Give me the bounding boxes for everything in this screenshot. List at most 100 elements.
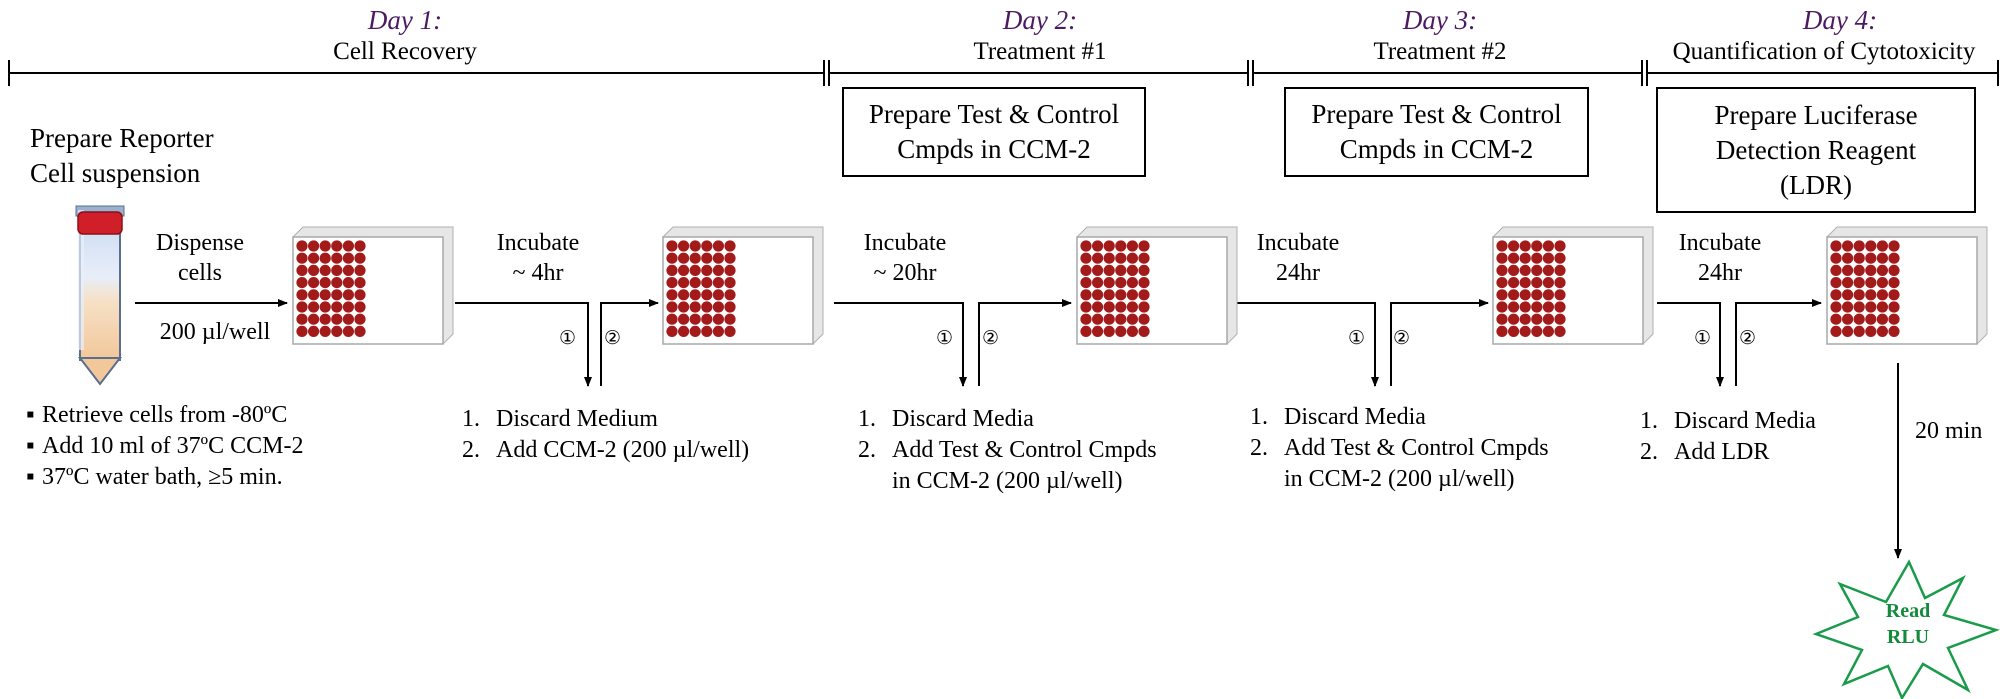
plate-well — [724, 289, 736, 301]
box-line2: Cmpds in CCM-2 — [897, 134, 1091, 164]
plate-well — [1853, 264, 1865, 276]
plate-well — [1496, 240, 1508, 252]
add-arrow-4 — [1735, 299, 1822, 386]
prepare-cells-line2: Cell suspension — [30, 158, 201, 188]
plate-well — [689, 240, 701, 252]
plate-well — [1138, 289, 1150, 301]
plate-well — [342, 313, 354, 325]
plate-well — [724, 301, 736, 313]
plate-well — [712, 277, 725, 289]
plate-well — [1519, 313, 1531, 325]
plate-well — [331, 277, 343, 289]
plate-well — [1138, 277, 1150, 289]
steps-list-2: 1.Discard Media 2.Add Test & Control Cmp… — [858, 404, 1157, 497]
dispense-volume: 200 µl/well — [159, 319, 271, 345]
plate-well — [296, 313, 308, 325]
plate-well — [308, 264, 320, 276]
plate-well — [1138, 264, 1150, 276]
plate-well — [678, 301, 690, 313]
incubate-time: ~ 20hr — [873, 260, 937, 286]
plate-well — [724, 277, 736, 289]
read-line2: RLU — [1886, 626, 1930, 648]
well-plate — [292, 226, 454, 345]
plate-well — [319, 264, 331, 276]
plate-well — [296, 264, 308, 276]
reagent-tube — [75, 205, 125, 386]
plate-well — [308, 277, 320, 289]
plate-well — [342, 289, 354, 301]
box-line1: Prepare Luciferase — [1714, 99, 1918, 130]
plate-well — [1830, 289, 1842, 301]
steps-list-3: 1.Discard Media 2.Add Test & Control Cmp… — [1250, 402, 1549, 495]
plate-well — [666, 264, 678, 276]
plate-well — [701, 313, 713, 325]
plate-well — [296, 301, 308, 313]
plate-well — [1554, 301, 1566, 313]
plate-well — [1092, 277, 1104, 289]
step-circle-1: ① — [559, 328, 577, 349]
plate-well — [1496, 289, 1508, 301]
plate-well — [319, 289, 331, 301]
plate-well — [1554, 240, 1566, 252]
plate-well — [1853, 277, 1865, 289]
plate-well — [1542, 301, 1554, 313]
plate-well — [354, 325, 366, 337]
plate-well — [1138, 301, 1150, 313]
plate-well — [1126, 325, 1138, 337]
plate-well — [1865, 277, 1877, 289]
plate-well — [342, 277, 354, 289]
add-arrow-3 — [1390, 299, 1489, 386]
box-line1: Prepare Test & Control — [868, 99, 1120, 129]
plate-well — [308, 325, 320, 337]
step-circle-2: ② — [604, 328, 622, 349]
plate-well — [1542, 240, 1554, 252]
step-item: 1.Discard Medium — [462, 406, 658, 432]
plate-well — [1519, 289, 1531, 301]
plate-well — [1876, 277, 1888, 289]
plate-well — [678, 313, 690, 325]
plate-well — [1103, 252, 1115, 264]
plate-well — [1508, 277, 1520, 289]
step-item: 1.Discard Media — [858, 406, 1034, 432]
plate-well — [1496, 264, 1508, 276]
step-circle-2: ② — [982, 328, 1000, 349]
plate-well — [678, 277, 690, 289]
plate-well — [1138, 240, 1150, 252]
plate-well — [1115, 240, 1127, 252]
plate-well — [331, 252, 343, 264]
plate-well — [331, 289, 343, 301]
step-circle-2: ② — [1393, 328, 1411, 349]
plate-well — [308, 301, 320, 313]
read-burst — [1812, 559, 2000, 699]
plate-well — [1519, 325, 1531, 337]
incubate-label: Incubate — [496, 230, 580, 256]
plate-well — [1865, 264, 1877, 276]
plate-well — [1531, 313, 1543, 325]
step-circle-1: ① — [1694, 328, 1712, 349]
prepare-cells-heading: Prepare Reporter Cell suspension — [30, 121, 214, 191]
plate-well — [1853, 301, 1865, 313]
plate-well — [1531, 277, 1543, 289]
plate-well — [678, 289, 690, 301]
plate-well — [319, 325, 331, 337]
plate-well — [319, 252, 331, 264]
plate-well — [1519, 301, 1531, 313]
plate-well — [1080, 252, 1092, 264]
plate-well — [666, 240, 678, 252]
plate-well — [1103, 313, 1115, 325]
plate-well — [1115, 313, 1127, 325]
plate-well — [354, 277, 366, 289]
plate-well — [342, 301, 354, 313]
plate-well — [1496, 325, 1508, 337]
step-item: 2.Add CCM-2 (200 µl/well) — [462, 437, 750, 463]
plate-well — [1092, 301, 1104, 313]
plate-well — [308, 240, 320, 252]
plate-well — [1853, 289, 1865, 301]
plate-well — [1830, 325, 1842, 337]
plate-well — [1103, 325, 1115, 337]
plate-well — [1519, 252, 1531, 264]
plate-well — [308, 289, 320, 301]
plate-well — [1080, 289, 1092, 301]
plate-well — [342, 264, 354, 276]
day4-label: Day 4: — [1802, 5, 1878, 35]
